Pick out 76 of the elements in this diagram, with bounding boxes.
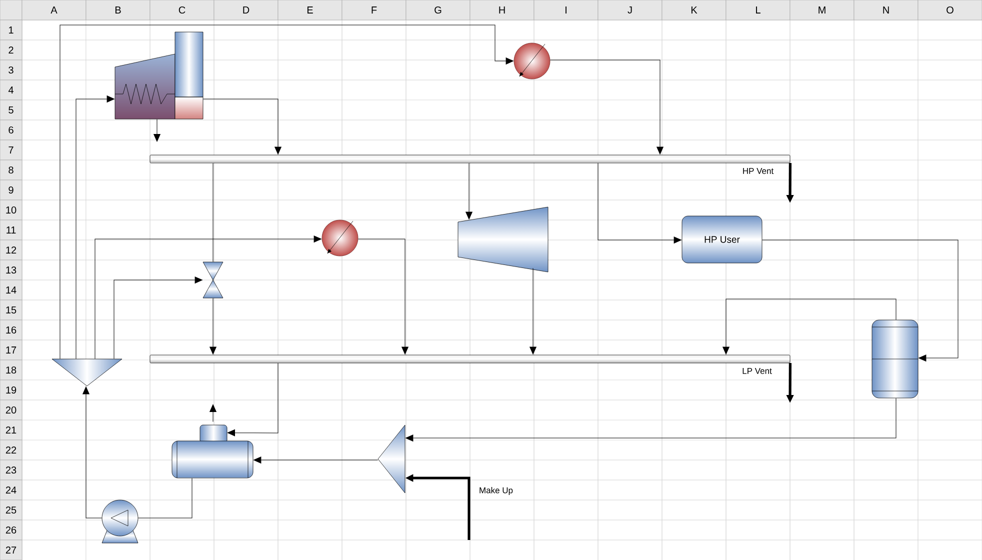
arrow: [94, 236, 322, 360]
row-number: 16: [0, 320, 22, 340]
column-header: N: [854, 0, 918, 20]
row-number: 20: [0, 400, 22, 420]
arrow: [254, 456, 378, 464]
arrow: [114, 276, 202, 360]
row-number: 24: [0, 480, 22, 500]
header-pipe: [150, 154, 790, 164]
row-number: 8: [0, 160, 22, 180]
row-number: 4: [0, 80, 22, 100]
row-number: 23: [0, 460, 22, 480]
row-number: 15: [0, 300, 22, 320]
edge-label: Make Up: [478, 486, 514, 496]
process-box: HP User: [682, 216, 762, 264]
row-number: 2: [0, 40, 22, 60]
row-number: 10: [0, 200, 22, 220]
arrow: [227, 362, 278, 436]
pump-symbol: [102, 500, 138, 544]
column-header: L: [726, 0, 790, 20]
header-pipe: [150, 354, 790, 364]
column-header: O: [918, 0, 982, 20]
arrow: [60, 24, 514, 360]
arrow: [210, 404, 216, 422]
row-number: 27: [0, 540, 22, 560]
edge-label: LP Vent: [741, 367, 773, 375]
column-header: G: [406, 0, 470, 20]
column-header: I: [534, 0, 598, 20]
row-number: 17: [0, 340, 22, 360]
turbine-symbol: [458, 206, 548, 272]
arrow: [210, 298, 216, 354]
arrow: [406, 398, 896, 442]
row-number: 9: [0, 180, 22, 200]
mixer-triangle: [378, 424, 406, 494]
row-number: 3: [0, 60, 22, 80]
arrow: [466, 162, 472, 220]
row-number: 13: [0, 260, 22, 280]
row-number: 6: [0, 120, 22, 140]
row-number: 26: [0, 520, 22, 540]
arrow: [202, 98, 282, 154]
splitter-triangle: [52, 358, 122, 386]
row-number: 19: [0, 380, 22, 400]
arrow: [76, 96, 114, 360]
arrow: [530, 268, 536, 354]
row-number: 14: [0, 280, 22, 300]
arrow: [550, 60, 664, 154]
row-number: 7: [0, 140, 22, 160]
arrow: [358, 238, 408, 354]
arrow: [82, 386, 102, 518]
arrow: [722, 298, 896, 354]
column-header: D: [214, 0, 278, 20]
row-number: 22: [0, 440, 22, 460]
heat-exchanger-symbol: [322, 220, 358, 256]
column-header: B: [86, 0, 150, 20]
column-header: M: [790, 0, 854, 20]
valve-symbol: [202, 262, 224, 298]
row-number: 25: [0, 500, 22, 520]
row-number: 5: [0, 100, 22, 120]
arrow: [154, 118, 160, 142]
arrow: [598, 162, 682, 244]
heat-exchanger-symbol: [514, 42, 550, 80]
column-header: C: [150, 0, 214, 20]
row-number: 21: [0, 420, 22, 440]
arrow: [762, 240, 958, 362]
edge-label: HP Vent: [741, 167, 775, 175]
row-number: 11: [0, 220, 22, 240]
column-header: H: [470, 0, 534, 20]
column-header: F: [342, 0, 406, 20]
row-number: 12: [0, 240, 22, 260]
deaerator-drawing: [172, 424, 254, 478]
row-number: 18: [0, 360, 22, 380]
flash-drum: [872, 320, 918, 398]
boiler-drawing: [114, 32, 204, 120]
column-header: E: [278, 0, 342, 20]
row-number: 1: [0, 20, 22, 40]
column-header: J: [598, 0, 662, 20]
column-header: K: [662, 0, 726, 20]
